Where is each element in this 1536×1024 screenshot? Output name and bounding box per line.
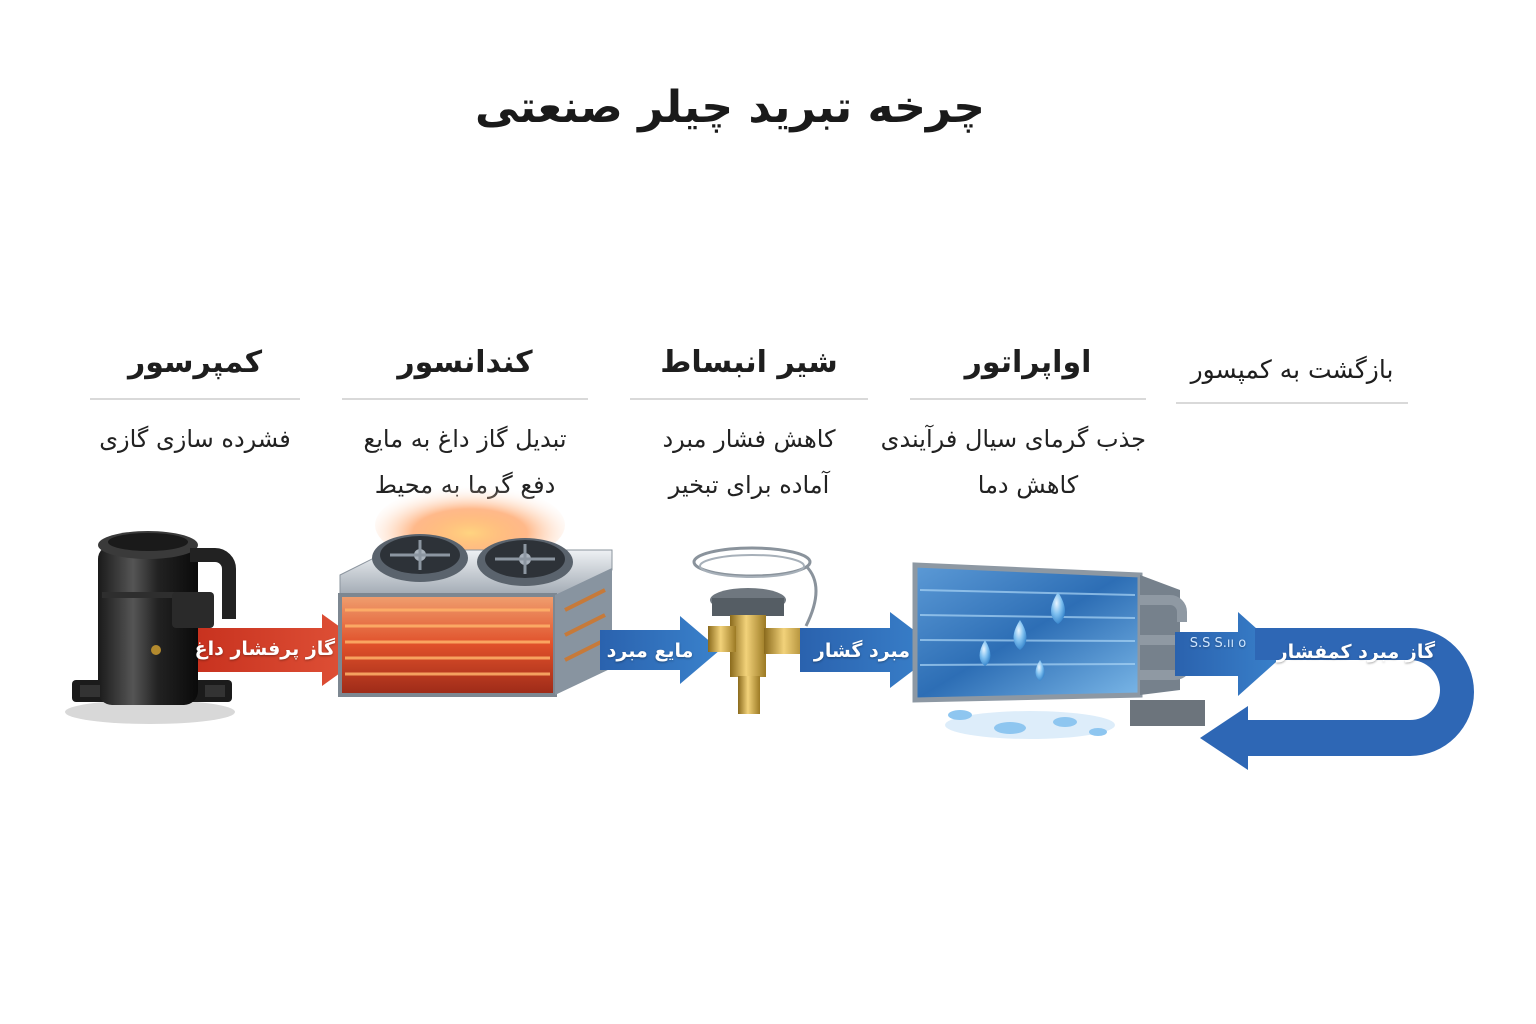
stage-evaporator-name: اواپراتور [910, 345, 1146, 400]
liquid-arrow [600, 616, 720, 684]
stage-compressor-line-1: فشرده سازی گازی [99, 425, 291, 453]
fan-icon [372, 534, 468, 582]
stage-expansion-valve-line-1: کاهش فشار مبرد [662, 425, 836, 453]
stage-compressor-name: کمپرسور [90, 345, 300, 400]
stage-return: بازگشت به کمپسور [1176, 345, 1408, 404]
stage-evaporator-line-2: کاهش دما [977, 471, 1079, 499]
stage-evaporator-line-1: جذب گرمای سیال فرآیندی [880, 425, 1146, 453]
stage-compressor: کمپرسور فشرده سازی گازی [90, 345, 300, 462]
stage-return-name: بازگشت به کمپسور [1176, 345, 1408, 404]
water-drop-icon [979, 640, 991, 666]
water-drop-icon [1051, 592, 1065, 624]
stage-expansion-valve-name: شیر انبساط [630, 345, 868, 400]
liquid-label: مایع مبرد [606, 640, 694, 662]
stage-condenser-line-1: تبدیل گاز داغ به مایع [363, 425, 567, 453]
return-loop-arrow [1200, 628, 1474, 770]
stage-expansion-valve-desc: کاهش فشار مبرد آماده برای تبخیر [630, 416, 868, 508]
hot-gas-label: گاز پرفشار داغ [194, 638, 335, 660]
stage-expansion-valve-line-2: آماده برای تبخیر [668, 471, 830, 499]
stage-evaporator: اواپراتور جذب گرمای سیال فرآیندی کاهش دم… [880, 345, 1146, 508]
stage-compressor-desc: فشرده سازی گازی [90, 416, 300, 462]
diagram-title: چرخه تبرید چیلر صنعتی [474, 82, 986, 133]
water-drop-icon [1013, 620, 1027, 650]
low-pressure-gas-label: گاز مبرد کمفشار [1276, 641, 1435, 663]
water-drop-icon [1035, 660, 1045, 681]
stage-expansion-valve: شیر انبساط کاهش فشار مبرد آماده برای تبخ… [630, 345, 868, 508]
evaporator-icon [912, 562, 1205, 739]
hot-gas-arrow [198, 614, 372, 686]
stage-condenser-name: کندانسور [342, 345, 588, 400]
fan-icon [477, 538, 573, 586]
stage-evaporator-desc: جذب گرمای سیال فرآیندی کاهش دما [880, 416, 1146, 508]
scribble-label: S.S S.ıı o [1189, 636, 1247, 651]
refrigerant-arrow [800, 612, 940, 688]
expansion-valve-icon [692, 546, 818, 714]
compressor-icon [65, 531, 236, 724]
refrigerant-label: مبرد گشار [813, 640, 911, 662]
condenser-icon [338, 485, 613, 697]
